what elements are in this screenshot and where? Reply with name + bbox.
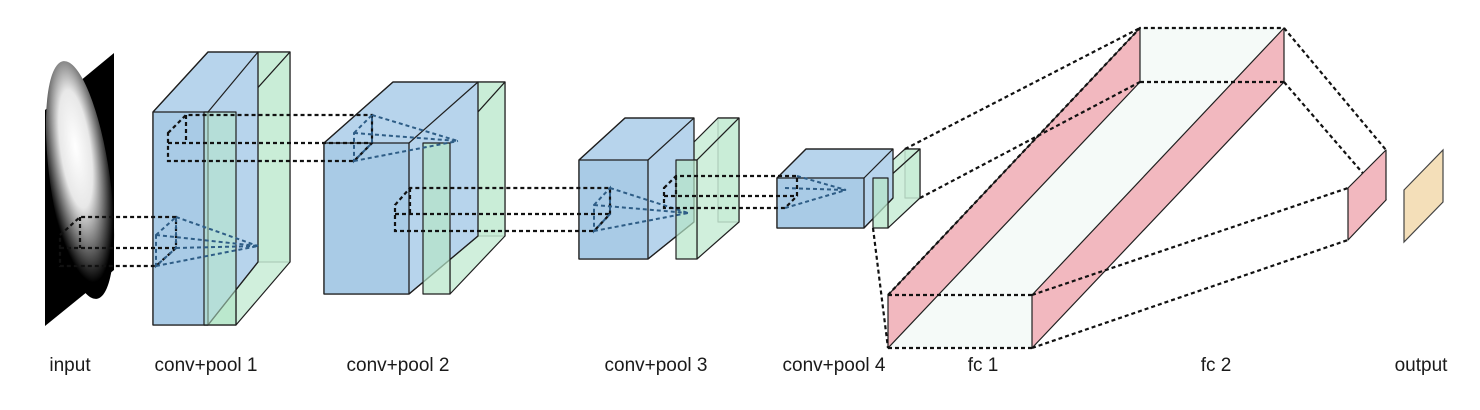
label-output: output (1394, 355, 1448, 376)
receptive-field-connectors (58, 112, 847, 269)
label-fc-1: fc 1 (967, 355, 999, 376)
conv-pool-2-block (323, 81, 506, 295)
output-node (1403, 148, 1444, 244)
label-input: input (49, 355, 91, 376)
label-fc-2: fc 2 (1200, 355, 1232, 376)
label-conv-pool-3: conv+pool 3 (604, 355, 708, 376)
fc-layers (871, 26, 1387, 350)
conv-pool-3-block (578, 117, 740, 260)
label-conv-pool-1: conv+pool 1 (154, 355, 258, 376)
label-conv-pool-2: conv+pool 2 (346, 355, 450, 376)
input-image (45, 53, 115, 326)
conv-pool-4-block (776, 148, 921, 229)
fc-final-slab (1347, 149, 1387, 241)
conv-pool-1-block (152, 51, 291, 326)
label-conv-pool-4: conv+pool 4 (782, 355, 886, 376)
